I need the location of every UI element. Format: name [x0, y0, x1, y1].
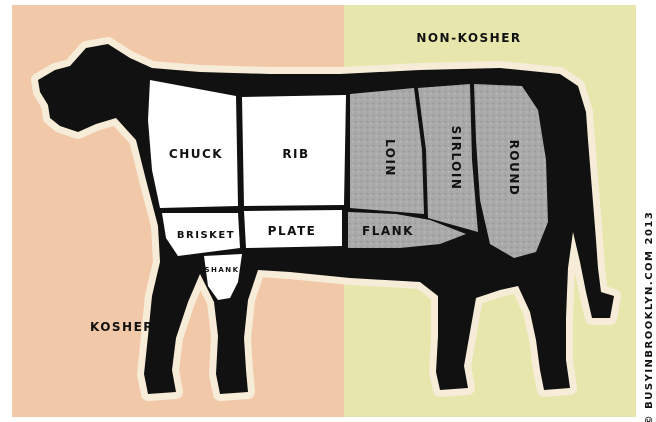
- round-label: ROUND: [507, 140, 521, 197]
- chuck-cut: [148, 80, 238, 208]
- kosher-label: KOSHER: [90, 320, 154, 334]
- brisket-label: BRISKET: [177, 230, 235, 241]
- shank-label: SHANK: [204, 266, 239, 274]
- sirloin-label: SIRLOIN: [449, 126, 463, 191]
- flank-label: FLANK: [362, 224, 414, 238]
- loin-label: LOIN: [383, 139, 397, 177]
- non-kosher-label: NON-KOSHER: [416, 31, 521, 45]
- chuck-label: CHUCK: [169, 147, 223, 161]
- credit-text: © BUSYINBROOKLYN.COM 2013: [644, 211, 655, 422]
- rib-label: RIB: [282, 147, 309, 161]
- plate-label: PLATE: [268, 224, 317, 238]
